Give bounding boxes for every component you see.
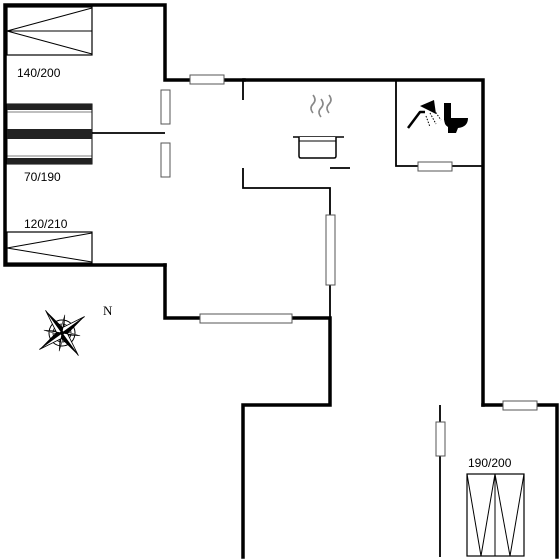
window-bedroom-left <box>435 421 446 457</box>
bed-120-210-label: 120/210 <box>24 217 68 231</box>
windows <box>160 74 538 457</box>
window-bedroom-top <box>502 400 538 411</box>
bed-120-210: 120/210 <box>6 217 93 264</box>
bed-70-190: 70/190 <box>6 103 93 184</box>
bed-70-190-label: 70/190 <box>24 170 61 184</box>
wall-bathroom <box>395 80 483 167</box>
shower-toilet-icon <box>407 100 468 133</box>
compass-north-label: N <box>103 303 113 318</box>
bed-190-200: 190/200 <box>466 456 525 557</box>
window-living-bottom <box>199 313 293 324</box>
window-top <box>189 74 225 85</box>
bed-140-200: 140/200 <box>6 6 93 80</box>
window-left-lower <box>160 142 171 178</box>
compass-rose-icon <box>39 310 85 356</box>
cooking-pot-icon <box>293 94 344 159</box>
window-kitchen-right <box>325 214 336 286</box>
bed-140-200-label: 140/200 <box>17 66 61 80</box>
bed-190-200-label: 190/200 <box>468 456 512 470</box>
window-bathroom <box>417 161 453 172</box>
window-left-upper <box>160 89 171 125</box>
wall-kitchen-lower <box>242 168 331 318</box>
